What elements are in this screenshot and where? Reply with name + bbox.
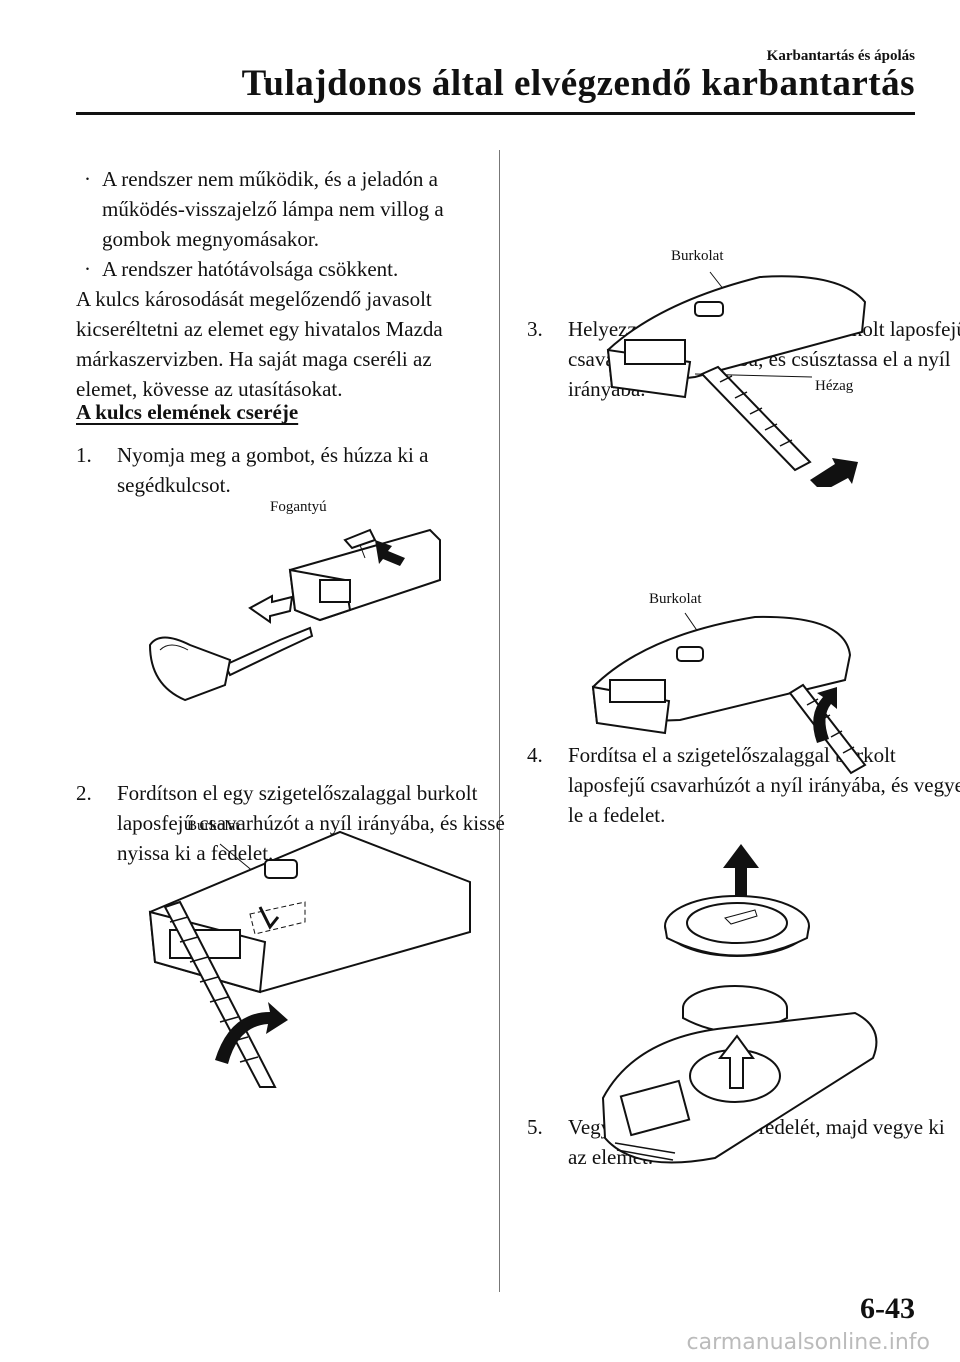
step-2: 2. Fordítson el egy szigetelőszalaggal b… — [76, 778, 517, 868]
bullet-item: · A rendszer nem működik, és a jeladón a … — [84, 164, 479, 284]
intro-paragraph: A kulcs károsodását megelőzendő javasolt… — [76, 287, 443, 401]
callout-label-handle: Fogantyú — [270, 499, 327, 515]
figure-open-cover — [148, 830, 471, 1088]
bullet-dot: · — [84, 257, 91, 281]
figure-remove-cover — [591, 612, 867, 775]
callout-label-cover: Burkolat — [671, 248, 724, 264]
bullet-text: A rendszer nem működik, és a jeladón a m… — [102, 167, 444, 251]
page-title: Tulajdonos által elvégzendő karbantartás — [241, 63, 915, 104]
page-number: 6-43 — [860, 1292, 915, 1325]
figure-insert-screwdriver — [606, 271, 867, 487]
step-number: 1. — [76, 443, 92, 467]
column-divider — [499, 150, 500, 1292]
section-heading: A kulcs elemének cseréje — [76, 400, 299, 424]
step-number: 2. — [76, 781, 92, 805]
header-rule — [76, 112, 915, 115]
callout-label-cover: Burkolat — [187, 818, 240, 834]
step-text: Fordítson el egy szigetelőszalaggal burk… — [117, 781, 505, 865]
section-label: Karbantartás és ápolás — [766, 48, 915, 64]
figure-key-removal — [148, 528, 441, 702]
step-number: 5. — [527, 1115, 543, 1139]
step-text: Fordítsa el a szigetelőszalaggal burkolt… — [568, 743, 960, 827]
bullet-dot: · — [84, 167, 91, 191]
step-number: 4. — [527, 743, 543, 767]
step-number: 3. — [527, 317, 543, 341]
step-text: Nyomja meg a gombot, és húzza ki a segéd… — [117, 443, 429, 497]
step-4: 4. Fordítsa el a szigetelőszalaggal burk… — [527, 740, 960, 830]
callout-label-cover: Burkolat — [649, 591, 702, 607]
figure-battery-removal — [601, 844, 878, 1164]
step-1: 1. Nyomja meg a gombot, és húzza ki a se… — [76, 440, 517, 500]
callout-label-gap: Hézag — [815, 378, 854, 394]
bullet-text: A rendszer hatótávolsága csökkent. — [102, 257, 399, 281]
watermark: carmanualsonline.info — [686, 1330, 930, 1355]
